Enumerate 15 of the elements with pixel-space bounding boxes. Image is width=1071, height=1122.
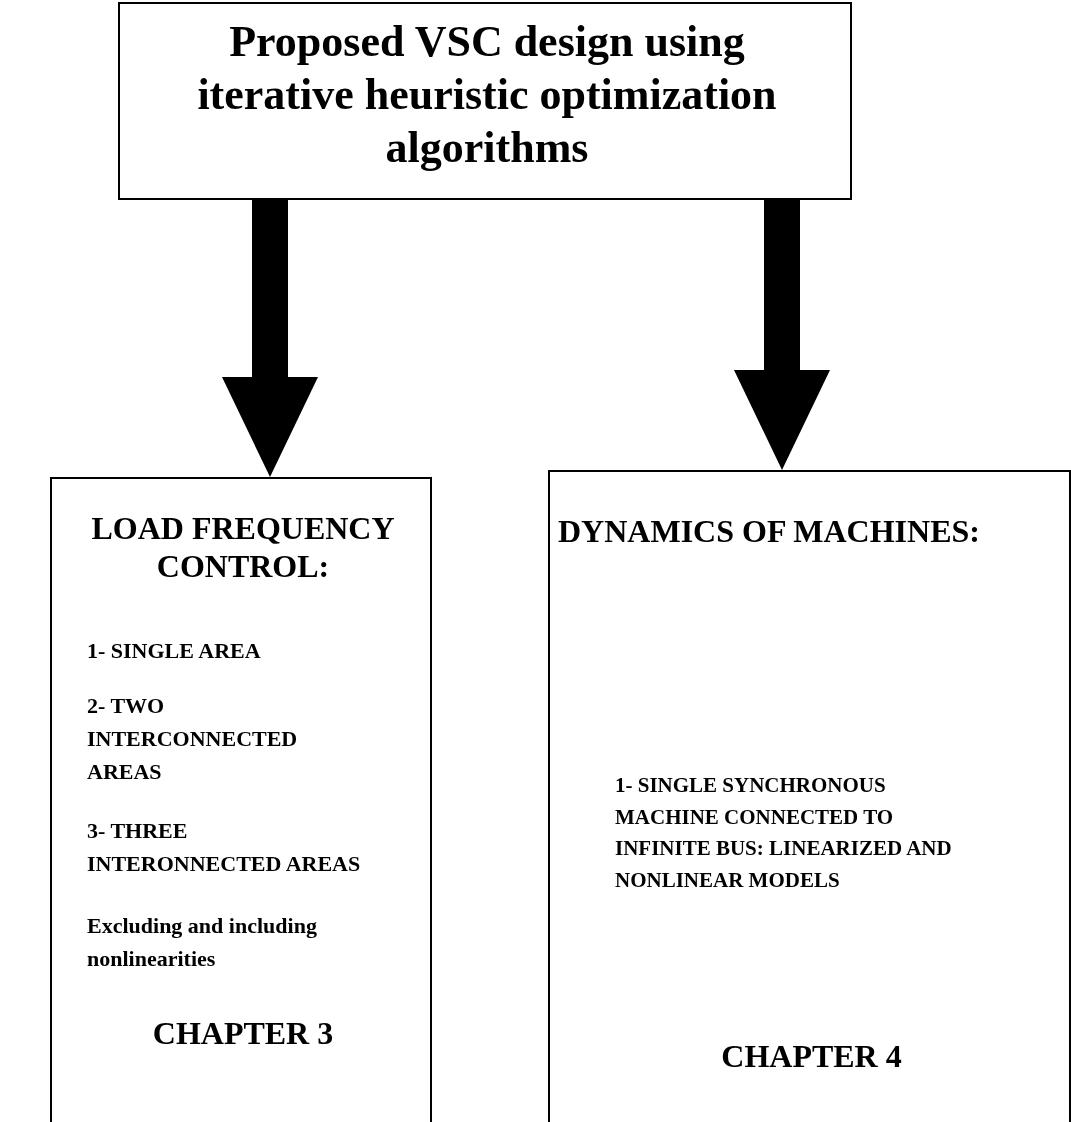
heading-text: CHAPTER 3	[151, 1014, 335, 1053]
block-arrow	[734, 200, 830, 470]
heading-text: CHAPTER 4	[720, 1037, 903, 1076]
title-text: Proposed VSC design using iterative heuristic optimization algorithms	[196, 16, 778, 174]
block-arrow	[222, 200, 318, 477]
heading-text: DYNAMICS OF MACHINES:	[558, 512, 981, 551]
chapter-box	[50, 477, 432, 1122]
heading-text: LOAD FREQUENCY CONTROL:	[90, 509, 396, 586]
item-text: 3- THREE INTERONNECTED AREAS	[87, 817, 362, 878]
item-text: 2- TWO INTERCONNECTED AREAS	[87, 692, 299, 786]
item-text: 1- SINGLE SYNCHRONOUS MACHINE CONNECTED TO INFINITE BUS: LINEARIZED AND NONLINEAR MODELS	[615, 772, 953, 894]
item-text: 1- SINGLE AREA	[87, 637, 262, 665]
title-box	[118, 2, 852, 200]
chapter-box	[548, 470, 1071, 1122]
item-text: Excluding and including nonlinearities	[87, 912, 318, 973]
